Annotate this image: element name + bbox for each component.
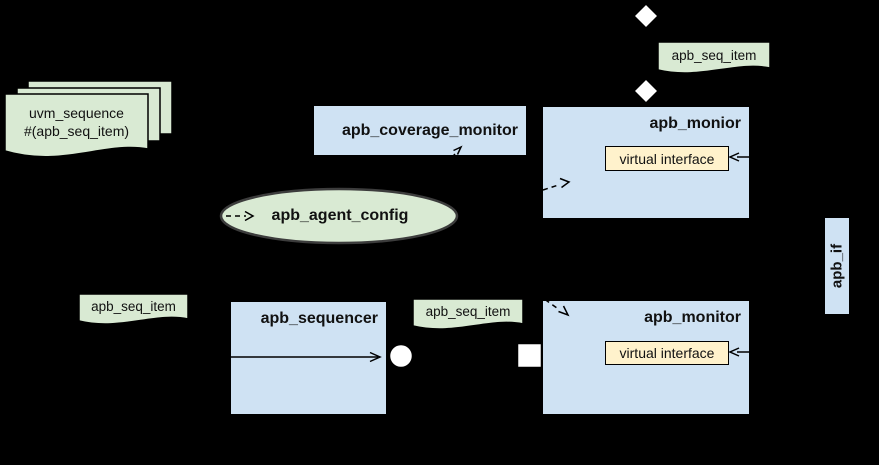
monitor-top-label: apb_monior [649, 115, 741, 132]
virtual-interface-bottom-label: virtual interface [619, 345, 715, 361]
seq-item-note-top-text: apb_seq_item [671, 47, 757, 63]
sequencer-label: apb_sequencer [260, 310, 378, 327]
monitor-bottom-label: apb_monitor [644, 309, 741, 326]
aggregation-diamond-top-icon [632, 2, 660, 30]
seq-item-note-middle-text: apb_seq_item [425, 304, 511, 320]
coverage-monitor-label: apb_coverage_monitor [341, 121, 518, 139]
seq-item-note-left-text: apb_seq_item [91, 299, 176, 315]
agent-config-label: apb_agent_config [271, 207, 409, 224]
virtual-interface-bottom-box: virtual interface [605, 341, 729, 365]
required-port-socket-icon [516, 342, 543, 369]
coverage-monitor-box: apb_coverage_monitor [313, 105, 527, 156]
config-arrow-to-coverage [440, 153, 456, 170]
apb-if-label: apb_if [828, 243, 846, 289]
uvm-sequence-line1: uvm_sequence [29, 104, 124, 121]
apb-if-box: apb_if [825, 218, 849, 314]
virtual-interface-top-label: virtual interface [619, 150, 715, 167]
virtual-interface-top-box: virtual interface [605, 146, 729, 171]
sequencer-box: apb_sequencer [230, 301, 387, 415]
provided-port-ball-icon [388, 343, 414, 369]
aggregation-diamond-bottom-icon [632, 77, 660, 105]
uvm-sequence-note-text: uvm_sequence #(apb_seq_item) [5, 95, 148, 149]
uvm-sequence-line2: #(apb_seq_item) [23, 123, 130, 139]
